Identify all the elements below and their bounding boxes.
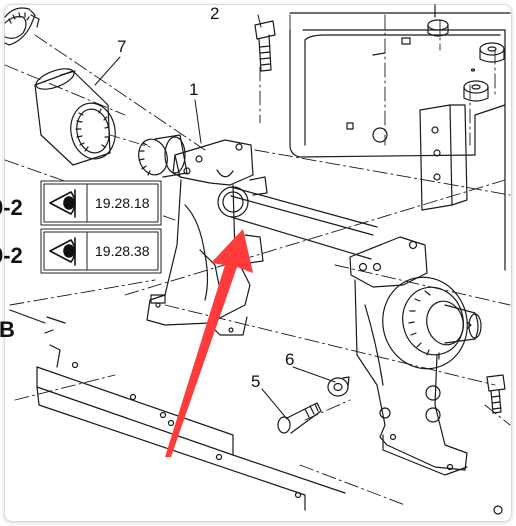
label-part-1: 1 — [189, 80, 198, 99]
label-part-6: 6 — [285, 350, 294, 369]
part-2-bolt — [254, 20, 276, 72]
section-letter: B — [0, 317, 15, 342]
label-part-2: 2 — [210, 4, 219, 23]
part-6-washer — [327, 376, 350, 397]
main-shaft — [217, 186, 378, 260]
part-number-labels: 7 1 2 5 6 B — [0, 4, 294, 391]
reference-code-1: 19.28.18 — [95, 195, 150, 211]
red-annotation-arrow — [165, 229, 253, 457]
eye-icon — [49, 189, 76, 218]
part-1-left-bracket — [146, 139, 268, 336]
diagram-frame: 7 1 2 5 6 B 0-2 19.28.18 0-2 19.28.38 — [0, 4, 512, 522]
part-7-bushing — [34, 68, 151, 166]
label-part-5: 5 — [251, 372, 260, 391]
gear-collar — [138, 134, 188, 178]
right-bearing-bracket — [349, 236, 482, 476]
base-rail — [9, 309, 346, 511]
label-part-7: 7 — [117, 37, 126, 56]
machine-frame-housing — [289, 4, 511, 271]
exploded-parts-diagram: 7 1 2 5 6 B 0-2 19.28.18 0-2 19.28.38 — [0, 4, 511, 515]
side-bolt — [486, 374, 506, 515]
part-5-screw — [277, 402, 322, 434]
reference-side-text-2: 0-2 — [0, 243, 23, 268]
gear-fragment — [4, 7, 40, 46]
reference-side-text-1: 0-2 — [0, 195, 23, 220]
reference-box-1: 0-2 19.28.18 — [0, 180, 162, 226]
reference-box-2: 0-2 19.28.38 — [0, 228, 162, 274]
leader-lines — [94, 14, 336, 420]
eye-icon — [49, 237, 76, 266]
reference-code-2: 19.28.38 — [95, 243, 150, 259]
